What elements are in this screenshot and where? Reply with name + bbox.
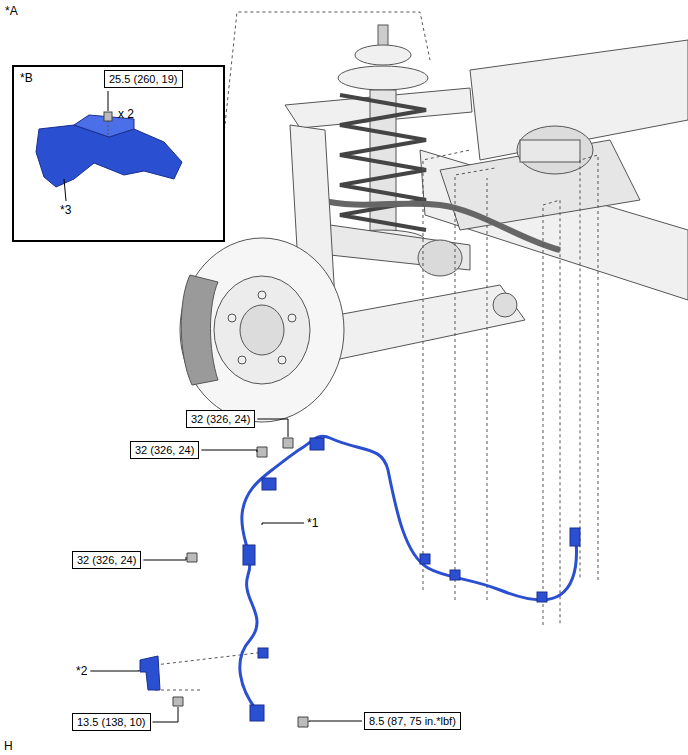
torque-value: 32 (326, 24) [77, 553, 136, 567]
bracket-illustration [14, 67, 223, 240]
torque-box: 13.5 (138, 10) [72, 713, 151, 731]
leader-line [143, 557, 186, 560]
torque-box: 25.5 (260, 19) [104, 70, 183, 88]
leader-line [262, 523, 304, 525]
leader-line [257, 419, 288, 437]
leader-line [201, 450, 257, 452]
torque-value: 32 (326, 24) [191, 412, 250, 426]
torque-box: 32 (326, 24) [130, 441, 199, 459]
leader-line [90, 670, 139, 671]
callout-number: *3 [60, 203, 71, 217]
torque-value: 8.5 (87, 75 in.*lbf) [369, 714, 456, 728]
view-label: *A [4, 4, 19, 18]
callout-number: *2 [75, 664, 88, 678]
torque-box: 32 (326, 24) [186, 410, 255, 428]
leader-line [153, 707, 179, 722]
leader-line [309, 721, 362, 722]
torque-value: 13.5 (138, 10) [77, 715, 146, 729]
callout-number: *1 [306, 516, 319, 530]
torque-value: 32 (326, 24) [135, 443, 194, 457]
quantity-note: x 2 [118, 107, 134, 121]
page-marker: H [3, 739, 14, 753]
torque-box: 32 (326, 24) [72, 551, 141, 569]
torque-box: 8.5 (87, 75 in.*lbf) [364, 712, 461, 730]
view-label: *B [20, 71, 33, 85]
torque-value: 25.5 (260, 19) [109, 72, 178, 86]
detail-inset: *B x 2 *3 25.5 (260, 19) [12, 65, 225, 242]
